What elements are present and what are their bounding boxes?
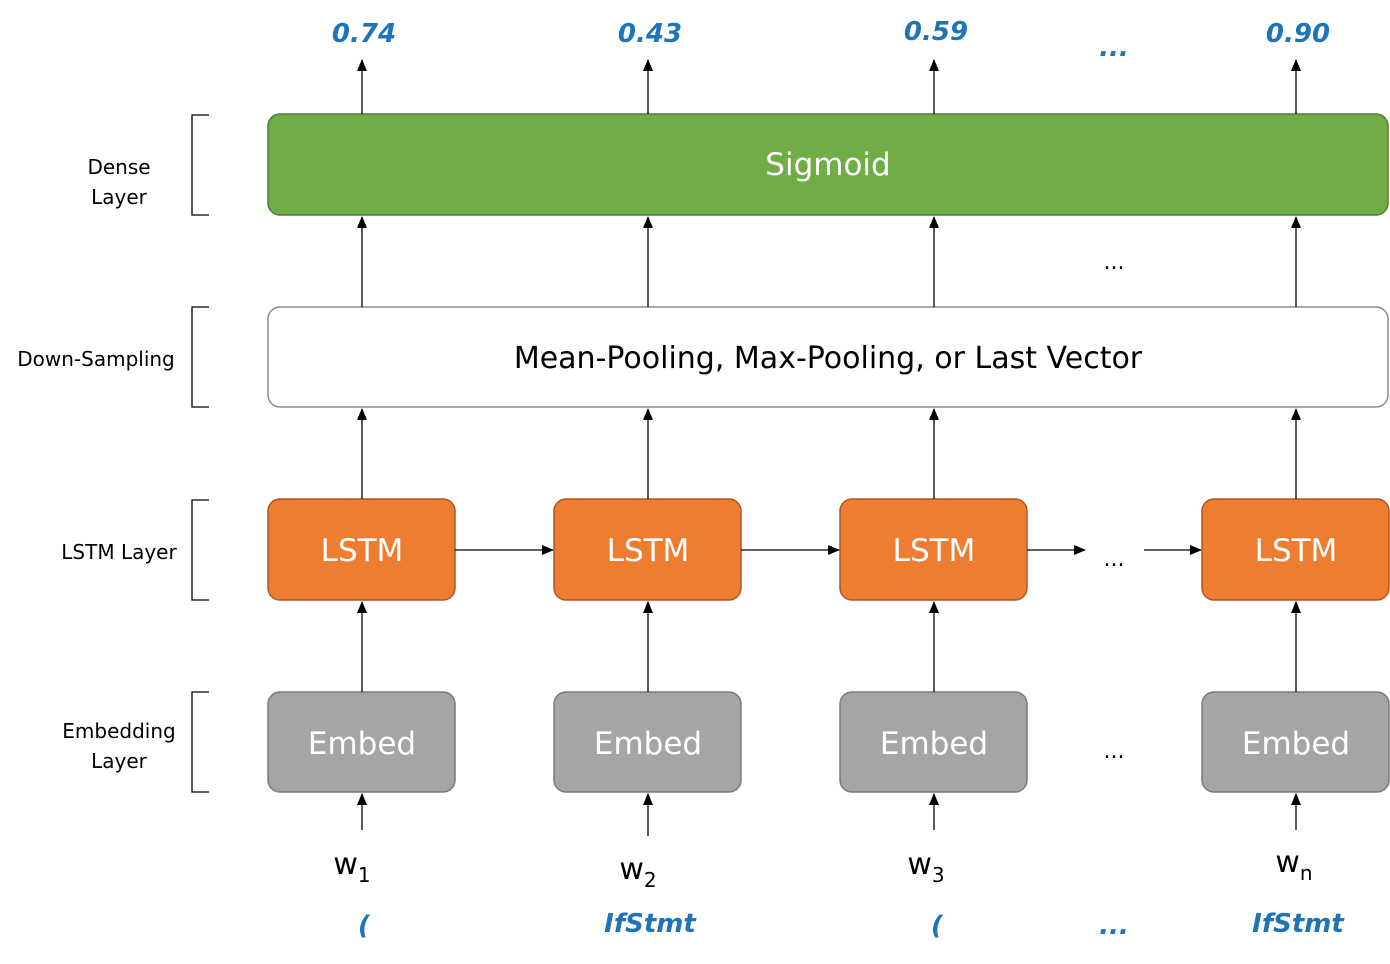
input-word-n-base: w bbox=[1275, 845, 1300, 880]
token-ellipsis: ... bbox=[1099, 911, 1129, 941]
output-value-2: 0.43 bbox=[618, 19, 682, 49]
token-3: ( bbox=[931, 911, 944, 941]
dense-layer-label-line1: Dense bbox=[87, 155, 150, 179]
output-value-3: 0.59 bbox=[904, 17, 968, 47]
input-word-2-sub: 2 bbox=[644, 868, 657, 892]
embed-cell-label-2: Embed bbox=[594, 726, 702, 762]
input-word-2-base: w bbox=[619, 852, 644, 887]
lstm-cell-label-n: LSTM bbox=[1255, 533, 1338, 569]
lstm-layer-label: LSTM Layer bbox=[61, 540, 177, 564]
pooling-label: Mean-Pooling, Max-Pooling, or Last Vecto… bbox=[514, 341, 1143, 376]
lstm-layer-brace bbox=[191, 499, 209, 601]
input-word-1: w1 bbox=[333, 847, 370, 887]
output-value-n: 0.90 bbox=[1266, 19, 1330, 49]
ellipsis-embed-row: ... bbox=[1104, 739, 1125, 764]
token-n: IfStmt bbox=[1252, 909, 1345, 939]
output-value-ellipsis: ... bbox=[1099, 33, 1129, 63]
input-word-3-sub: 3 bbox=[932, 863, 945, 887]
embedding-layer-brace bbox=[191, 691, 209, 793]
input-word-n-sub: n bbox=[1300, 861, 1313, 885]
sigmoid-label: Sigmoid bbox=[765, 147, 890, 183]
embed-cell-label-n: Embed bbox=[1242, 726, 1350, 762]
dense-layer-brace bbox=[191, 114, 209, 216]
sigmoid-box bbox=[267, 113, 1389, 216]
ellipsis-lstm-row: ... bbox=[1104, 547, 1125, 572]
input-word-3-base: w bbox=[907, 847, 932, 882]
ellipsis-pooling-to-sigmoid: ... bbox=[1104, 250, 1125, 275]
downsampling-label: Down-Sampling bbox=[17, 347, 175, 371]
input-word-2: w2 bbox=[619, 852, 656, 892]
input-word-1-sub: 1 bbox=[358, 863, 371, 887]
lstm-cell-label-1: LSTM bbox=[321, 533, 404, 569]
pooling-box bbox=[267, 306, 1389, 408]
dense-layer-label-line2: Layer bbox=[91, 185, 148, 209]
input-word-3: w3 bbox=[907, 847, 944, 887]
lstm-cell-label-3: LSTM bbox=[893, 533, 976, 569]
input-word-1-base: w bbox=[333, 847, 358, 882]
embed-cell-label-3: Embed bbox=[880, 726, 988, 762]
lstm-cell-label-2: LSTM bbox=[607, 533, 690, 569]
token-1: ( bbox=[358, 911, 371, 941]
embedding-layer-label-line1: Embedding bbox=[62, 719, 175, 743]
token-2: IfStmt bbox=[604, 909, 697, 939]
input-word-n: wn bbox=[1275, 845, 1312, 885]
embed-cell-label-1: Embed bbox=[308, 726, 416, 762]
embedding-layer-label-line2: Layer bbox=[91, 749, 148, 773]
output-value-1: 0.74 bbox=[332, 19, 396, 49]
downsampling-brace bbox=[191, 306, 209, 408]
